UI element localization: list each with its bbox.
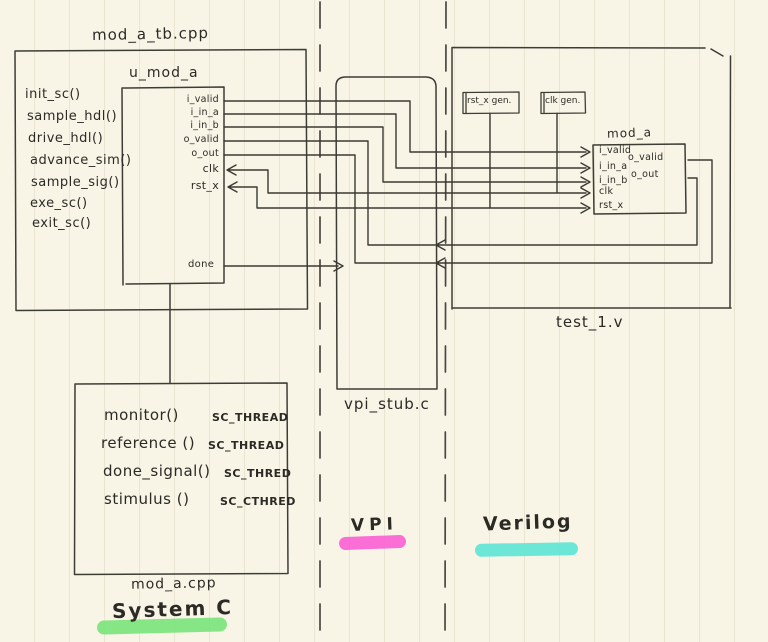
- method-stimulus: stimulus (): [104, 490, 190, 508]
- mod-a-port-clk: clk: [599, 186, 614, 197]
- fn-advance-sim: advance_sim(): [30, 153, 132, 168]
- u-mod-a-port-i-valid: i_valid: [186, 94, 219, 105]
- wire-o-valid-return: [223, 140, 698, 251]
- mod-a-box: [592, 143, 687, 215]
- wire-o-out-return: [223, 154, 713, 269]
- vpi-verilog-boundary-dashed-line: [444, 1, 447, 642]
- mod-a-port-rst-x: rst_x: [599, 200, 624, 211]
- mod-a-port-i-valid: i_valid: [599, 145, 632, 156]
- method-monitor-kind: SC_THREAD: [212, 411, 289, 424]
- fn-drive-hdl: drive_hdl(): [28, 131, 104, 146]
- fn-exit-sc: exit_sc(): [32, 216, 92, 231]
- mod-a-title: mod_a: [606, 125, 653, 141]
- zone-label-verilog: Verilog: [482, 510, 573, 536]
- fn-init-sc: init_sc(): [25, 87, 81, 102]
- method-monitor: monitor(): [104, 406, 179, 424]
- method-stimulus-kind: SC_CTHRED: [220, 495, 296, 508]
- wire-rst-x: [227, 181, 591, 214]
- mod-a-port-i-in-a: i_in_a: [599, 161, 628, 172]
- wire-clk: [226, 164, 591, 199]
- vpi-stub-file-label: vpi_stub.c: [344, 395, 430, 413]
- u-mod-a-port-o-valid: o_valid: [183, 134, 219, 145]
- fn-exe-sc: exe_sc(): [30, 196, 88, 211]
- mod-a-port-i-in-b: i_in_b: [599, 175, 628, 186]
- fn-sample-hdl: sample_hdl(): [27, 109, 118, 124]
- magenta-highlight-mark: [338, 534, 407, 551]
- systemc-tb-file-label: mod_a_tb.cpp: [91, 23, 210, 45]
- test-1v-box: [451, 46, 732, 310]
- u-mod-a-port-i-in-a: i_in_a: [190, 107, 219, 118]
- cyan-highlight-mark: [474, 542, 579, 557]
- wire-i-in-a: [223, 113, 591, 174]
- clk-gen-box: [540, 91, 587, 115]
- systemc-tb-box: [14, 48, 309, 312]
- u-mod-a-port-o-out: o_out: [191, 148, 219, 159]
- method-reference: reference (): [101, 434, 196, 452]
- wire-i-in-b: [223, 126, 591, 188]
- clk-gen-label: clk gen.: [545, 96, 581, 106]
- zone-label-vpi: VPI: [350, 514, 399, 536]
- rst-x-gen-label: rst_x gen.: [467, 96, 512, 106]
- method-done-signal-kind: SC_THRED: [224, 467, 292, 480]
- fn-sample-sig: sample_sig(): [31, 175, 120, 190]
- wire-done: [223, 260, 344, 272]
- zone-label-systemc: System C: [111, 594, 234, 624]
- mod-a-cpp-box: [73, 382, 289, 576]
- u-mod-a-title: u_mod_a: [129, 65, 199, 81]
- u-mod-a-port-i-in-b: i_in_b: [190, 120, 219, 131]
- u-mod-a-port-rst-x: rst_x: [190, 179, 219, 192]
- u-mod-a-port-clk: clk: [202, 162, 219, 175]
- u-mod-a-box: [121, 86, 225, 286]
- mod-a-cpp-file-label: mod_a.cpp: [130, 575, 217, 593]
- u-mod-a-port-done: done: [188, 259, 215, 270]
- test-1v-file-label: test_1.v: [556, 313, 624, 331]
- vpi-stub-box: [335, 76, 438, 390]
- mod-a-port-o-out: o_out: [631, 169, 659, 180]
- rst-x-gen-box: [462, 91, 520, 115]
- wire-i-valid: [223, 100, 591, 158]
- method-done-signal: done_signal(): [103, 462, 211, 480]
- method-reference-kind: SC_THREAD: [208, 439, 285, 452]
- mod-a-port-o-valid: o_valid: [628, 152, 664, 163]
